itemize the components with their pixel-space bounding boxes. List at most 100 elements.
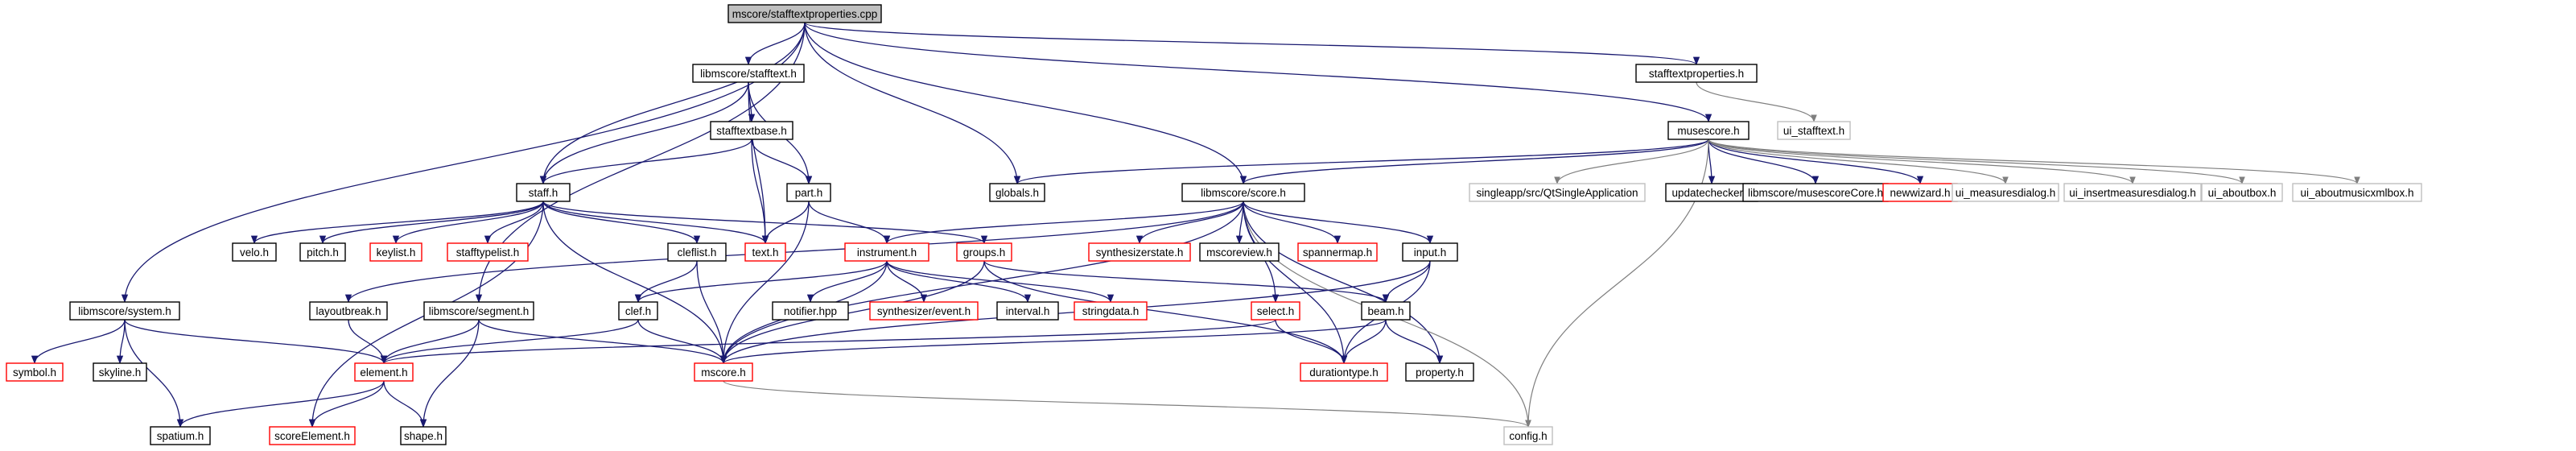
nodes-layer: mscore/stafftextproperties.cpp libmscore/…	[6, 4, 2422, 445]
edge-clef-to-mscore	[637, 319, 727, 365]
node-ui_measures: ui_measuresdialog.h	[1952, 183, 2059, 202]
node-label: musescore.h	[1677, 125, 1739, 137]
edge-score-to-property	[1243, 201, 1444, 365]
node-label: instrument.h	[857, 246, 917, 259]
edge-layoutbreak-to-element	[348, 319, 388, 365]
node-box	[400, 426, 447, 445]
edge-beam-to-durationtype	[1340, 319, 1387, 365]
node-box	[869, 301, 979, 321]
node-input[interactable]: input.h	[1402, 242, 1458, 262]
node-groups[interactable]: groups.h	[956, 242, 1012, 262]
node-skyline[interactable]: skyline.h	[93, 362, 147, 382]
node-stafftypelist[interactable]: stafftypelist.h	[447, 242, 529, 262]
node-segment[interactable]: libmscore/segment.h	[423, 301, 534, 321]
node-label: libmscore/score.h	[1201, 187, 1286, 199]
node-box	[1088, 242, 1191, 262]
edge-musescore-to-musescorecore	[1708, 139, 1820, 185]
node-stafftext[interactable]: libmscore/stafftext.h	[692, 64, 805, 83]
node-box	[1469, 183, 1646, 202]
node-stringdata[interactable]: stringdata.h	[1074, 301, 1148, 321]
edge-musescore-to-updatechecker	[1708, 139, 1716, 185]
node-spatium[interactable]: spatium.h	[150, 426, 211, 445]
node-text[interactable]: text.h	[744, 242, 786, 262]
node-globals[interactable]: globals.h	[989, 183, 1045, 202]
node-label: notifier.hpp	[784, 305, 837, 317]
node-label: libmscore/segment.h	[429, 305, 530, 317]
node-notifier[interactable]: notifier.hpp	[772, 301, 849, 321]
node-layoutbreak[interactable]: layoutbreak.h	[309, 301, 388, 321]
node-ui_stafftext: ui_stafftext.h	[1777, 121, 1851, 140]
edge-root-to-globals	[804, 22, 1021, 185]
edge-instrument-to-interval	[886, 260, 1032, 304]
node-label: pitch.h	[307, 246, 339, 259]
node-clefflist[interactable]: cleflist.h	[667, 242, 727, 262]
node-scoreelement[interactable]: scoreElement.h	[269, 426, 356, 445]
edge-segment-to-element	[380, 319, 480, 365]
node-musescorecore[interactable]: libmscore/musescoreCore.h	[1742, 183, 1889, 202]
node-mscore[interactable]: mscore.h	[694, 362, 753, 382]
node-instrument[interactable]: instrument.h	[844, 242, 929, 262]
node-label: newwizard.h	[1890, 187, 1950, 199]
edge-element-to-spatium	[176, 380, 385, 428]
node-symbol[interactable]: symbol.h	[6, 362, 64, 382]
node-clef[interactable]: clef.h	[618, 301, 658, 321]
node-box	[269, 426, 356, 445]
node-box	[2201, 183, 2283, 202]
node-box	[447, 242, 529, 262]
node-box	[1667, 121, 1750, 140]
node-spannermap[interactable]: spannermap.h	[1297, 242, 1378, 262]
node-box	[1181, 183, 1305, 202]
node-part[interactable]: part.h	[786, 183, 831, 202]
node-velo[interactable]: velo.h	[232, 242, 277, 262]
node-pitch[interactable]: pitch.h	[299, 242, 346, 262]
edge-root-to-stp	[804, 22, 1700, 66]
edge-staff-to-clefflist	[542, 201, 701, 245]
edge-part-to-mscore	[719, 201, 810, 365]
node-synthevent[interactable]: synthesizer/event.h	[869, 301, 979, 321]
edge-segment-to-mscore	[478, 319, 727, 365]
node-musescore[interactable]: musescore.h	[1667, 121, 1750, 140]
node-property[interactable]: property.h	[1405, 362, 1474, 382]
node-box	[1251, 301, 1300, 321]
node-stafftextbase[interactable]: stafftextbase.h	[710, 121, 793, 140]
node-element[interactable]: element.h	[354, 362, 414, 382]
node-config: config.h	[1503, 426, 1553, 445]
node-select[interactable]: select.h	[1251, 301, 1300, 321]
node-label: clef.h	[625, 305, 651, 317]
edge-part-to-text	[761, 201, 810, 245]
node-label: ui_stafftext.h	[1783, 125, 1844, 137]
node-mscoreview[interactable]: mscoreview.h	[1199, 242, 1280, 262]
node-system[interactable]: libmscore/system.h	[69, 301, 180, 321]
edge-part-to-instrument	[808, 201, 891, 245]
edge-musescore-to-config	[1525, 139, 1709, 428]
node-box	[516, 183, 571, 202]
node-label: part.h	[795, 187, 823, 199]
edge-musescore-to-ui_aboutbox	[1708, 139, 2245, 184]
node-newwizard[interactable]: newwizard.h	[1882, 183, 1958, 202]
node-staff[interactable]: staff.h	[516, 183, 571, 202]
edge-clefflist-to-mscore	[696, 260, 727, 365]
edge-score-to-layoutbreak	[345, 201, 1244, 304]
edge-stafftextbase-to-staff	[539, 139, 752, 185]
node-label: mscoreview.h	[1206, 246, 1272, 259]
node-shape[interactable]: shape.h	[400, 426, 447, 445]
node-box	[844, 242, 929, 262]
node-label: skyline.h	[99, 366, 142, 379]
node-keylist[interactable]: keylist.h	[369, 242, 422, 262]
node-box	[1405, 362, 1474, 382]
node-beam[interactable]: beam.h	[1361, 301, 1411, 321]
node-box	[1361, 301, 1411, 321]
edge-root-to-staff	[539, 22, 806, 185]
node-durationtype[interactable]: durationtype.h	[1300, 362, 1388, 382]
node-box	[299, 242, 346, 262]
node-interval[interactable]: interval.h	[996, 301, 1059, 321]
node-score[interactable]: libmscore/score.h	[1181, 183, 1305, 202]
node-box	[1074, 301, 1148, 321]
node-label: globals.h	[995, 187, 1039, 199]
node-root[interactable]: mscore/stafftextproperties.cpp	[727, 4, 882, 23]
edge-staff-to-keylist	[392, 201, 544, 245]
node-stp[interactable]: stafftextproperties.h	[1635, 64, 1758, 83]
node-synthstate[interactable]: synthesizerstate.h	[1088, 242, 1191, 262]
node-label: updatechecker.h	[1671, 187, 1751, 199]
node-box	[232, 242, 277, 262]
